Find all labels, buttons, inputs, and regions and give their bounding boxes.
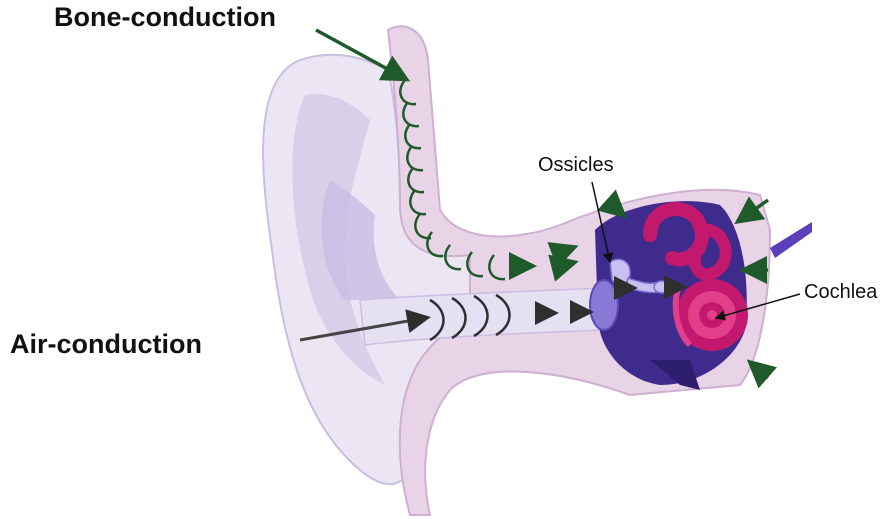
- ossicles-label: Ossicles: [538, 154, 614, 177]
- bone-conduction-label: Bone-conduction: [54, 2, 276, 33]
- cochlea-label: Cochlea: [804, 281, 877, 304]
- auditory-nerve: [770, 222, 812, 258]
- eardrum: [590, 280, 618, 330]
- air-conduction-label: Air-conduction: [10, 329, 202, 360]
